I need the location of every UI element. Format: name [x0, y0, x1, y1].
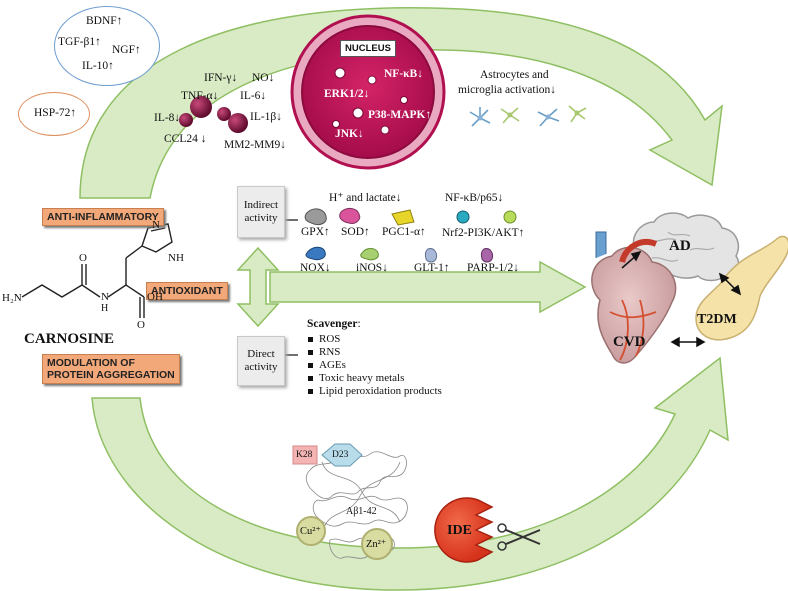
cvd-label: CVD: [613, 334, 646, 350]
nrf2-label: Nrf2-PI3K/AKT↑: [442, 227, 525, 239]
inos-label: iNOS↓: [356, 262, 388, 274]
scavenger-heading: Scavenger:: [307, 318, 361, 331]
pancreas-icon: [695, 235, 788, 341]
k28-label: K28: [296, 450, 313, 460]
nfkb-icon: [456, 210, 470, 224]
pgc1-label: PGC1-α↑: [382, 226, 426, 238]
nh-atom: NH: [168, 252, 184, 264]
indirect-line1: Indirect: [243, 199, 279, 211]
sod-label: SOD↑: [341, 226, 370, 238]
abeta-label: Aβ1-42: [346, 506, 377, 517]
modulation-line1: MODULATION OF: [47, 357, 135, 369]
cytokine-ball: [190, 96, 212, 118]
nfkb-nucleus-label: NF-κB↓: [384, 68, 423, 80]
nox-label: NOX↓: [300, 262, 331, 274]
disease-links: [621, 250, 742, 348]
h-lactate-label: H⁺ and lactate↓: [329, 192, 402, 204]
cu-label: Cu²⁺: [300, 526, 321, 537]
il8-label: IL-8↓: [154, 112, 181, 124]
scavenger-list: ROS RNS AGEs Toxic heavy metals Lipid pe…: [307, 333, 442, 398]
heart-icon: [591, 246, 677, 364]
hsp-oval: [18, 92, 90, 136]
bdnf-label: BDNF↑: [86, 15, 123, 27]
vertical-double-arrow: [236, 246, 280, 328]
indirect-activity-box: Indirect activity: [237, 186, 285, 238]
carnosine-structure: [21, 223, 173, 318]
ide-label: IDE: [447, 523, 472, 538]
cytokine-ball: [228, 113, 248, 133]
ifn-label: IFN-γ↓: [204, 72, 238, 84]
carnosine-title: CARNOSINE: [24, 331, 115, 347]
n-amide-atom: N: [101, 291, 109, 303]
sod-icon: [339, 207, 361, 224]
scavenger-word: Scavenger: [307, 318, 358, 330]
cytokine-ball: [179, 113, 193, 127]
ide-enzyme-icon: [434, 497, 494, 563]
cytokine-ball: [217, 107, 231, 121]
h2n-atom: H₂N: [2, 292, 22, 304]
glia-label-line2: microglia activation↓: [458, 84, 557, 96]
scavenger-colon: :: [357, 318, 361, 330]
n-atom: N: [152, 219, 160, 231]
nucleus-title: NUCLEUS: [340, 40, 396, 57]
lower-curved-arrow: [91, 356, 729, 591]
d23-diamond: [321, 443, 363, 467]
glia-label-line1: Astrocytes and: [480, 69, 549, 81]
nox-icon: [305, 246, 326, 261]
nrf2-icon: [503, 210, 517, 224]
cu-ion: [296, 516, 326, 546]
pgc1-icon: [391, 209, 415, 226]
scissors-icon: [497, 523, 541, 551]
no-label: NO↓: [252, 72, 275, 84]
gpx-icon: [304, 208, 327, 226]
jnk-label: JNK↓: [335, 128, 364, 140]
anti-inflammatory-label: ANTI-INFLAMMATORY: [42, 208, 164, 226]
il10-label: IL-10↑: [82, 60, 114, 72]
indirect-line2: activity: [244, 212, 278, 224]
direct-line1: Direct: [247, 348, 275, 360]
h-amide-atom: H: [101, 303, 109, 314]
scavenger-item: RNS: [307, 346, 442, 359]
parp-icon: [480, 248, 493, 263]
hsp-label: HSP-72↑: [34, 107, 77, 119]
tgf-label: TGF-β1↑: [58, 36, 101, 48]
antioxidant-label: ANTIOXIDANT: [146, 282, 228, 300]
scavenger-item: ROS: [307, 333, 442, 346]
modulation-line2: PROTEIN AGGREGATION: [47, 369, 175, 381]
o-atom-1: O: [79, 252, 87, 264]
il6-label: IL-6↓: [240, 90, 267, 102]
inos-icon: [360, 248, 379, 261]
nfkb-p65-label: NF-κB/p65↓: [445, 192, 504, 204]
direct-activity-box: Direct activity: [237, 336, 285, 386]
glia-cells-icon: [469, 105, 587, 127]
k28-box: [292, 445, 318, 465]
ngf-label: NGF↑: [112, 44, 141, 56]
scavenger-item: AGEs: [307, 359, 442, 372]
p38-label: P38-MAPK↑: [368, 109, 432, 121]
oh-atom: OH: [147, 291, 163, 303]
horizontal-arrow: [269, 260, 587, 314]
d23-label: D23: [332, 450, 349, 460]
scavenger-item: Toxic heavy metals: [307, 372, 442, 385]
tnf-label: TNF-α↓: [181, 90, 219, 102]
erk-label: ERK1/2↓: [324, 88, 370, 100]
o-atom-2: O: [137, 319, 145, 331]
modulation-label: MODULATION OF PROTEIN AGGREGATION: [42, 354, 180, 384]
scavenger-item: Lipid peroxidation products: [307, 385, 442, 398]
glt1-label: GLT-1↑: [414, 262, 450, 274]
glt1-icon: [424, 248, 437, 263]
mmp-label: MM2-MM9↓: [224, 139, 286, 151]
ccl24-label: CCL24 ↓: [164, 133, 207, 145]
parp-label: PARP-1/2↓: [467, 262, 519, 274]
ad-label: AD: [669, 238, 691, 254]
zn-ion: [361, 528, 393, 560]
gpx-label: GPX↑: [301, 226, 330, 238]
direct-line2: activity: [244, 361, 278, 373]
il1b-label: IL-1β↓: [250, 111, 283, 123]
growth-factor-oval: [54, 6, 160, 86]
zn-label: Zn²⁺: [366, 539, 387, 550]
t2dm-label: T2DM: [697, 312, 737, 327]
